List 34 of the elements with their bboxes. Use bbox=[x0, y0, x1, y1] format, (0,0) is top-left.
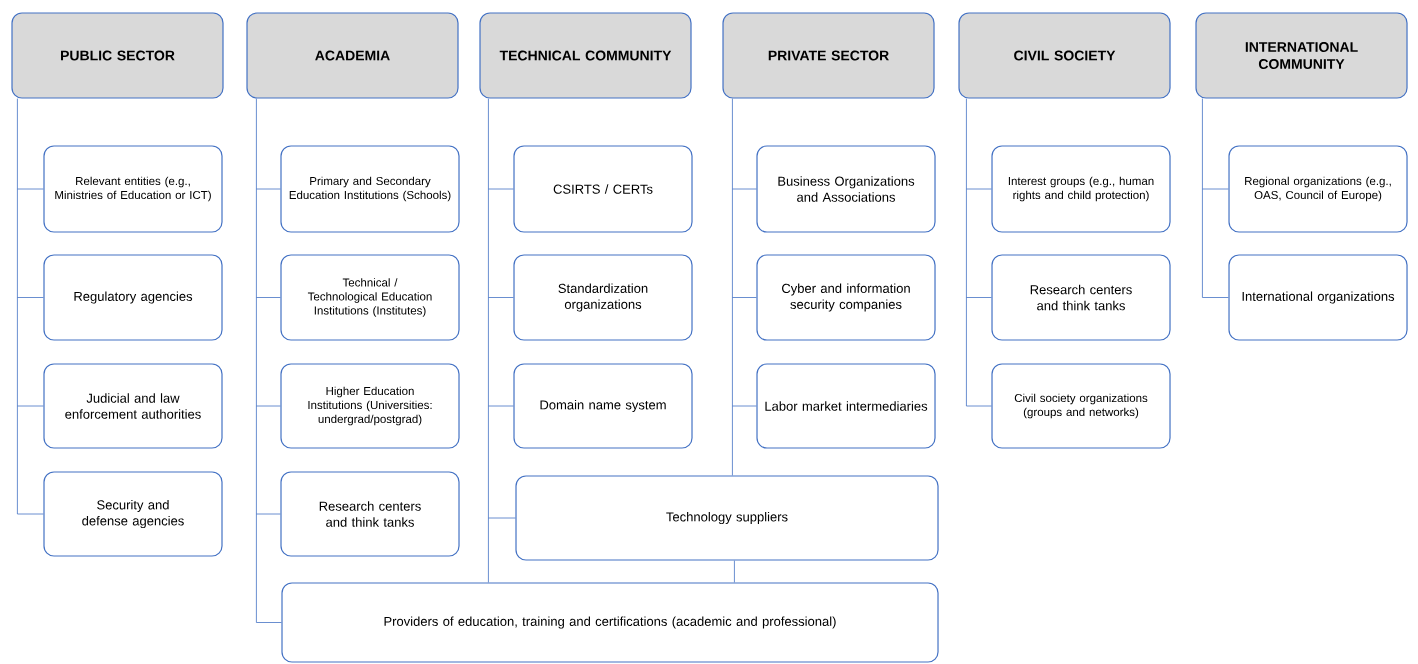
entity-box: Cyber and information security companies bbox=[756, 254, 936, 341]
entity-box: Regional organizations (e.g., OAS, Council of Europe) bbox=[1228, 145, 1408, 233]
connector-line bbox=[1202, 98, 1229, 298]
connector-line bbox=[734, 560, 735, 583]
entity-box: Regulatory agencies bbox=[43, 254, 223, 341]
entity-box: Primary and Secondary Education Institutions (Schools) bbox=[280, 145, 460, 233]
connector-line bbox=[17, 98, 44, 515]
connector-line bbox=[966, 98, 992, 407]
entity-box: International organizations bbox=[1228, 254, 1408, 341]
header-box: PRIVATE SECTOR bbox=[722, 12, 935, 99]
entity-box: Civil society organizations (groups and networks) bbox=[991, 363, 1171, 449]
header-box: PUBLIC SECTOR bbox=[11, 12, 224, 99]
entity-box: Relevant entities (e.g., Ministries of Education or ICT) bbox=[43, 145, 223, 233]
header-box: CIVIL SOCIETY bbox=[958, 12, 1171, 99]
entity-box: Technology suppliers bbox=[515, 475, 939, 561]
entity-box: Providers of education, training and certifications (academic and professional) bbox=[281, 582, 939, 663]
header-box: ACADEMIA bbox=[246, 12, 459, 99]
entity-box: Security and defense agencies bbox=[43, 471, 223, 557]
entity-box: Judicial and law enforcement authorities bbox=[43, 363, 223, 449]
entity-box: Interest groups (e.g., human rights and child protection) bbox=[991, 145, 1171, 233]
entity-box: CSIRTS / CERTs bbox=[513, 145, 693, 233]
entity-box: Research centers and think tanks bbox=[991, 254, 1171, 341]
connector-line bbox=[488, 98, 516, 583]
header-box: INTERNATIONAL COMMUNITY bbox=[1195, 12, 1408, 99]
connector-line bbox=[256, 98, 282, 623]
entity-box: Research centers and think tanks bbox=[280, 471, 460, 557]
entity-box: Labor market intermediaries bbox=[756, 363, 936, 449]
entity-box: Domain name system bbox=[513, 363, 693, 449]
entity-box: Standardization organizations bbox=[513, 254, 693, 341]
entity-box: Higher Education Institutions (Universities: undergrad/postgrad) bbox=[280, 363, 460, 449]
entity-box: Business Organizations and Associations bbox=[756, 145, 936, 233]
connector-line bbox=[732, 98, 757, 476]
entity-box: Technical / Technological Education Institutions (Institutes) bbox=[280, 254, 460, 341]
header-box: TECHNICAL COMMUNITY bbox=[479, 12, 692, 99]
